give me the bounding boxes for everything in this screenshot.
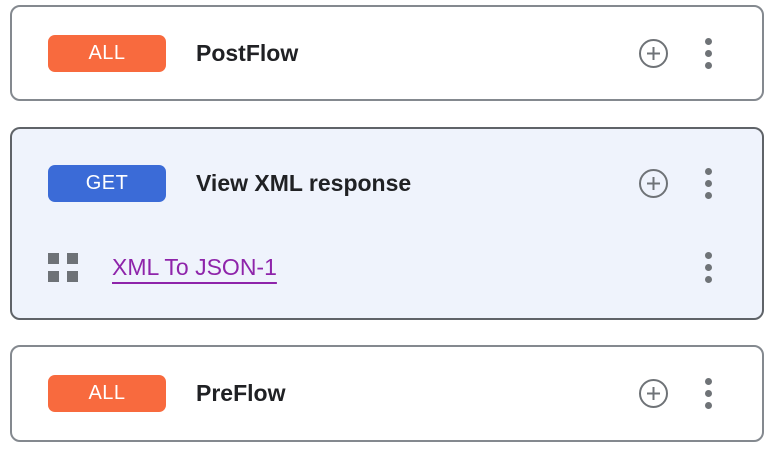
flow-actions	[638, 378, 712, 409]
flow-card-header: ALL PostFlow	[12, 7, 762, 99]
flow-title: View XML response	[196, 169, 412, 196]
add-step-icon	[639, 168, 668, 198]
flow-menu-button[interactable]	[705, 37, 712, 69]
more-options-icon	[705, 37, 712, 69]
add-step-icon	[639, 379, 668, 408]
add-step-button[interactable]	[638, 378, 669, 409]
flow-editor-panel: ALL PostFlow GET View XML response	[0, 5, 766, 450]
flow-title: PreFlow	[196, 380, 286, 406]
flow-card-header: ALL PreFlow	[12, 347, 762, 440]
policy-row: XML To JSON-1	[12, 247, 762, 287]
add-step-button[interactable]	[638, 38, 669, 69]
flow-title: PostFlow	[196, 39, 299, 66]
flow-menu-button[interactable]	[705, 167, 712, 199]
more-options-icon	[705, 378, 712, 409]
flow-card-header: GET View XML response	[12, 163, 762, 203]
add-step-button[interactable]	[638, 168, 669, 199]
drag-handle-icon[interactable]	[48, 252, 78, 282]
flow-menu-button[interactable]	[705, 378, 712, 409]
flow-card-preflow[interactable]: ALL PreFlow	[10, 345, 764, 442]
policy-actions	[705, 251, 712, 283]
flow-actions	[638, 37, 712, 69]
flow-actions	[638, 167, 712, 199]
flow-card-view-xml-response[interactable]: GET View XML response XML To JSON-1	[10, 127, 764, 320]
flow-card-postflow[interactable]: ALL PostFlow	[10, 5, 764, 101]
policy-link-xml-to-json[interactable]: XML To JSON-1	[112, 253, 277, 280]
method-badge: ALL	[48, 34, 166, 72]
add-step-icon	[639, 38, 668, 68]
method-badge: ALL	[48, 375, 166, 412]
method-badge: GET	[48, 164, 166, 202]
more-options-icon	[705, 251, 712, 283]
policy-menu-button[interactable]	[705, 251, 712, 283]
more-options-icon	[705, 167, 712, 199]
